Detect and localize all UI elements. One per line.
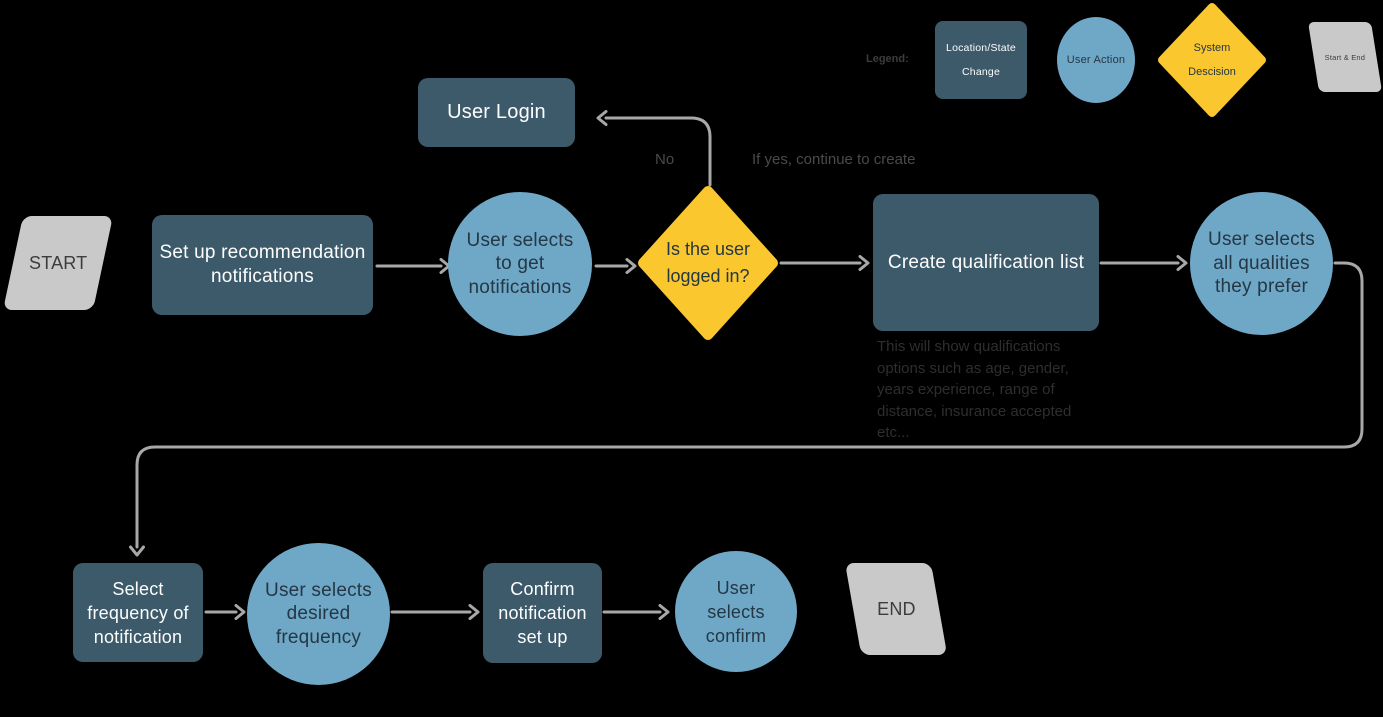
node-label: Is the user logged in?: [665, 239, 751, 286]
select-notifications-node: User selects to get notifications: [448, 192, 592, 336]
node-label: Create qualification list: [887, 251, 1085, 273]
logged-in-decision-node: Is the user logged in?: [637, 185, 779, 341]
yes-label: If yes, continue to create: [752, 151, 916, 168]
node-label: Set up recommendation notifications: [159, 242, 366, 287]
create-qualification-node: Create qualification list: [873, 194, 1099, 331]
end-node: END: [845, 563, 948, 655]
diamond-shape: [1158, 3, 1266, 117]
desired-frequency-node: User selects desired frequency: [247, 543, 390, 685]
select-qualities-node: User selects all qualities they prefer: [1190, 192, 1333, 335]
legend-item-label: User Action: [1066, 54, 1126, 66]
legend-item-label: Start & End: [1324, 52, 1366, 62]
start-node: START: [3, 216, 113, 310]
legend-item-user-action: User Action: [1057, 17, 1135, 103]
legend-item-label: System Descision: [1188, 42, 1236, 78]
legend-label: Legend:: [866, 53, 909, 65]
node-label: Confirm notification set up: [498, 579, 587, 647]
node-label: END: [876, 599, 916, 619]
legend-item-location-state-change: Location/State Change: [935, 21, 1027, 99]
legend-item-label: Location/State Change: [946, 42, 1016, 78]
confirm-setup-node: Confirm notification set up: [483, 563, 602, 663]
node-label: User Login: [447, 101, 546, 123]
node-label: User selects confirm: [705, 577, 767, 646]
user-login-node: User Login: [418, 78, 575, 147]
setup-notifications-node: Set up recommendation notifications: [152, 215, 373, 315]
legend-item-system-decision: System Descision: [1157, 2, 1267, 118]
qualifications-note: This will show qualifications options su…: [877, 338, 1072, 441]
diamond-shape: [638, 186, 778, 340]
node-label: Select frequency of notification: [87, 578, 189, 647]
legend-item-start-end: Start & End: [1308, 22, 1383, 92]
node-label: User selects all qualities they prefer: [1208, 229, 1315, 298]
no-label: No: [655, 151, 675, 168]
node-label: User selects desired frequency: [265, 579, 372, 648]
select-frequency-node: Select frequency of notification: [73, 563, 203, 662]
node-label: START: [28, 253, 88, 273]
user-confirm-node: User selects confirm: [675, 551, 797, 672]
node-label: User selects to get notifications: [466, 229, 574, 298]
